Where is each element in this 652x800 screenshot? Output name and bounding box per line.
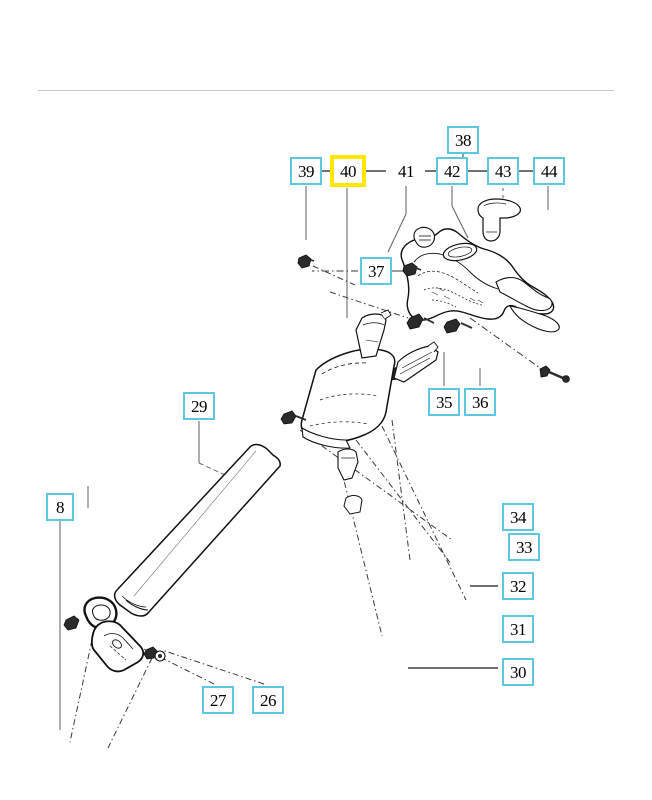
housing-assembly [400,226,560,333]
fastener-left [63,615,80,631]
vane-part [393,341,439,383]
callout-44[interactable]: 44 [533,157,565,185]
callout-33[interactable]: 33 [508,533,540,561]
callout-30[interactable]: 30 [502,658,534,686]
callout-39[interactable]: 39 [290,157,322,185]
clamp-assembly [83,596,145,673]
bolt-small-right [402,262,422,277]
callout-8[interactable]: 8 [46,493,74,521]
fastener-right [143,646,166,662]
funnel-body [300,348,396,449]
callout-32[interactable]: 32 [502,572,534,600]
callout-40-selected[interactable]: 40 [330,155,366,187]
callout-34[interactable]: 34 [502,503,534,531]
callout-26[interactable]: 26 [252,686,284,714]
screw-funnel [280,410,307,425]
callout-42[interactable]: 42 [436,157,468,185]
callout-35[interactable]: 35 [428,388,460,416]
callout-37[interactable]: 37 [360,257,392,285]
cone-part-upper [355,309,392,359]
knob-part [477,198,521,242]
nozzle-fitting [337,448,359,481]
callout-43[interactable]: 43 [487,157,519,185]
callout-31[interactable]: 31 [502,615,534,643]
screw-cluster [356,313,473,381]
blower-tube [113,443,281,617]
header-divider-rule [38,90,614,91]
callout-41[interactable]: 41 [398,161,415,181]
callout-36[interactable]: 36 [464,388,496,416]
bolt-small-left [297,254,315,269]
callout-27[interactable]: 27 [202,686,234,714]
callout-29[interactable]: 29 [183,392,215,420]
callout-38[interactable]: 38 [447,126,479,154]
long-screw [539,365,570,383]
small-clip [343,495,363,515]
